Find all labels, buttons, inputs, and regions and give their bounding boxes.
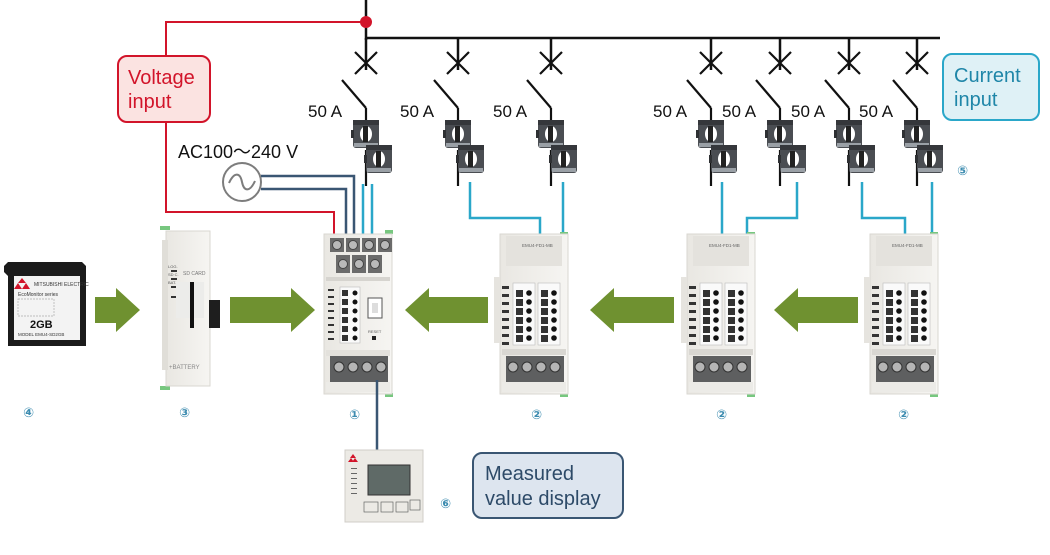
ct-sensor <box>549 145 577 173</box>
ct-sensor-pair <box>536 120 577 173</box>
arrow-right-icon <box>230 288 315 332</box>
ct-sensor <box>456 145 484 173</box>
sd-card-brand: MITSUBISHI ELECTRIC <box>34 282 89 288</box>
reset-label: RESET <box>368 329 382 334</box>
display-callout-line1: Measured <box>485 463 574 485</box>
display-logo-icon <box>348 454 358 462</box>
ct-sensor <box>902 120 930 148</box>
arrow-left-icon <box>590 288 674 332</box>
expansion-unit-marker: ② <box>531 407 542 422</box>
switch-contact <box>433 79 459 109</box>
switch-contact <box>755 79 781 109</box>
reset-button <box>372 336 376 340</box>
ac-source-icon <box>222 162 262 202</box>
switch-contact <box>824 79 850 109</box>
ct-sensor-pair <box>902 120 943 173</box>
breaker-rating: 50 A <box>400 102 435 121</box>
expansion-model-label: EMU4-FD1-MB <box>892 243 923 248</box>
voltage-callout-line1: Voltage <box>128 67 195 89</box>
ct-sensor <box>709 145 737 173</box>
expansion-model-label: EMU4-FD1-MB <box>522 243 553 248</box>
ct-sensor <box>364 145 392 173</box>
ct-sensor <box>443 120 471 148</box>
logging-unit: LOG. SD C. BAT. SD CARD +BATTERY <box>160 226 220 390</box>
expansion-unit-2: EMU4-FD1-MB <box>681 232 756 397</box>
voltage-callout-line2: input <box>128 91 172 113</box>
breaker-rating: 50 A <box>493 102 528 121</box>
power-supply-line <box>261 174 356 238</box>
sd-card-slot <box>190 282 194 328</box>
arrow-left-icon <box>774 288 858 332</box>
sdc-led-label: SD C. <box>168 272 179 277</box>
breaker-rating: 50 A <box>653 102 688 121</box>
ct-sensor-pair <box>443 120 484 173</box>
expansion-unit-1: EMU4-FD1-MB <box>494 232 569 397</box>
breaker-rating: 50 A <box>791 102 826 121</box>
ct-sensor-marker: ⑤ <box>957 163 968 178</box>
ct-sensor-pair <box>765 120 806 173</box>
display-screen <box>367 464 411 496</box>
display-unit-marker: ⑥ <box>440 496 451 511</box>
breaker-rating: 50 A <box>308 102 343 121</box>
sd-card-capacity: 2GB <box>30 319 53 331</box>
ct-sensor <box>536 120 564 148</box>
sd-card-model: MODEL EMU4-SD2GB <box>18 332 64 337</box>
breaker-rating: 50 A <box>859 102 894 121</box>
breaker-rating: 50 A <box>722 102 757 121</box>
switch-contact <box>892 79 918 109</box>
ct-sensor <box>351 120 379 148</box>
switch-contact <box>686 79 712 109</box>
main-unit: RESET <box>323 230 393 397</box>
sd-card-series: EcoMonitor series <box>18 292 59 298</box>
display-unit <box>344 449 424 523</box>
sd-card: MITSUBISHI ELECTRIC EcoMonitor series 2G… <box>4 262 89 346</box>
bat-led-label: BAT. <box>168 280 176 285</box>
data-flow-arrows <box>95 288 858 332</box>
ct-sensor <box>834 120 862 148</box>
voltage-input-callout: Voltage input <box>117 55 211 123</box>
current-callout-line1: Current <box>954 65 1021 87</box>
measured-value-callout: Measured value display <box>472 452 624 519</box>
battery-label: +BATTERY <box>169 365 200 371</box>
ct-sensor-group <box>351 120 943 173</box>
expansion-unit-marker: ② <box>716 407 727 422</box>
main-bus <box>364 0 940 40</box>
ct-sensor <box>696 120 724 148</box>
sd-card-marker: ④ <box>23 405 34 420</box>
log-led-label: LOG. <box>168 264 178 269</box>
arrow-left-icon <box>405 288 488 332</box>
ct-sensor-pair <box>834 120 875 173</box>
display-callout-line2: value display <box>485 488 601 510</box>
ct-sensor <box>847 145 875 173</box>
current-callout-line2: input <box>954 89 998 111</box>
switch-contact <box>526 79 552 109</box>
ct-sensor-pair <box>696 120 737 173</box>
expansion-unit-3: EMU4-FD1-MB <box>864 232 939 397</box>
ct-sensor <box>778 145 806 173</box>
switch-contact <box>341 79 367 109</box>
ct-wiring <box>361 182 934 238</box>
voltage-line <box>165 21 366 238</box>
expansion-model-label: EMU4-FD1-MB <box>709 243 740 248</box>
power-supply-label: AC100〜240 V <box>178 142 298 162</box>
mitsubishi-logo-icon <box>14 278 30 289</box>
breaker-1: 50 A <box>308 38 378 186</box>
ct-sensor-pair <box>351 120 392 173</box>
logging-unit-marker: ③ <box>179 405 190 420</box>
breaker-group: 50 A 50 A 50 A 50 A 50 A 50 A 50 A <box>308 38 929 186</box>
ct-sensor <box>915 145 943 173</box>
ct-sensor <box>765 120 793 148</box>
sd-slot-label: SD CARD <box>183 271 206 277</box>
current-input-callout: Current input <box>942 53 1040 121</box>
expansion-unit-marker: ② <box>898 407 909 422</box>
arrow-right-icon <box>95 288 140 332</box>
main-unit-marker: ① <box>349 407 360 422</box>
